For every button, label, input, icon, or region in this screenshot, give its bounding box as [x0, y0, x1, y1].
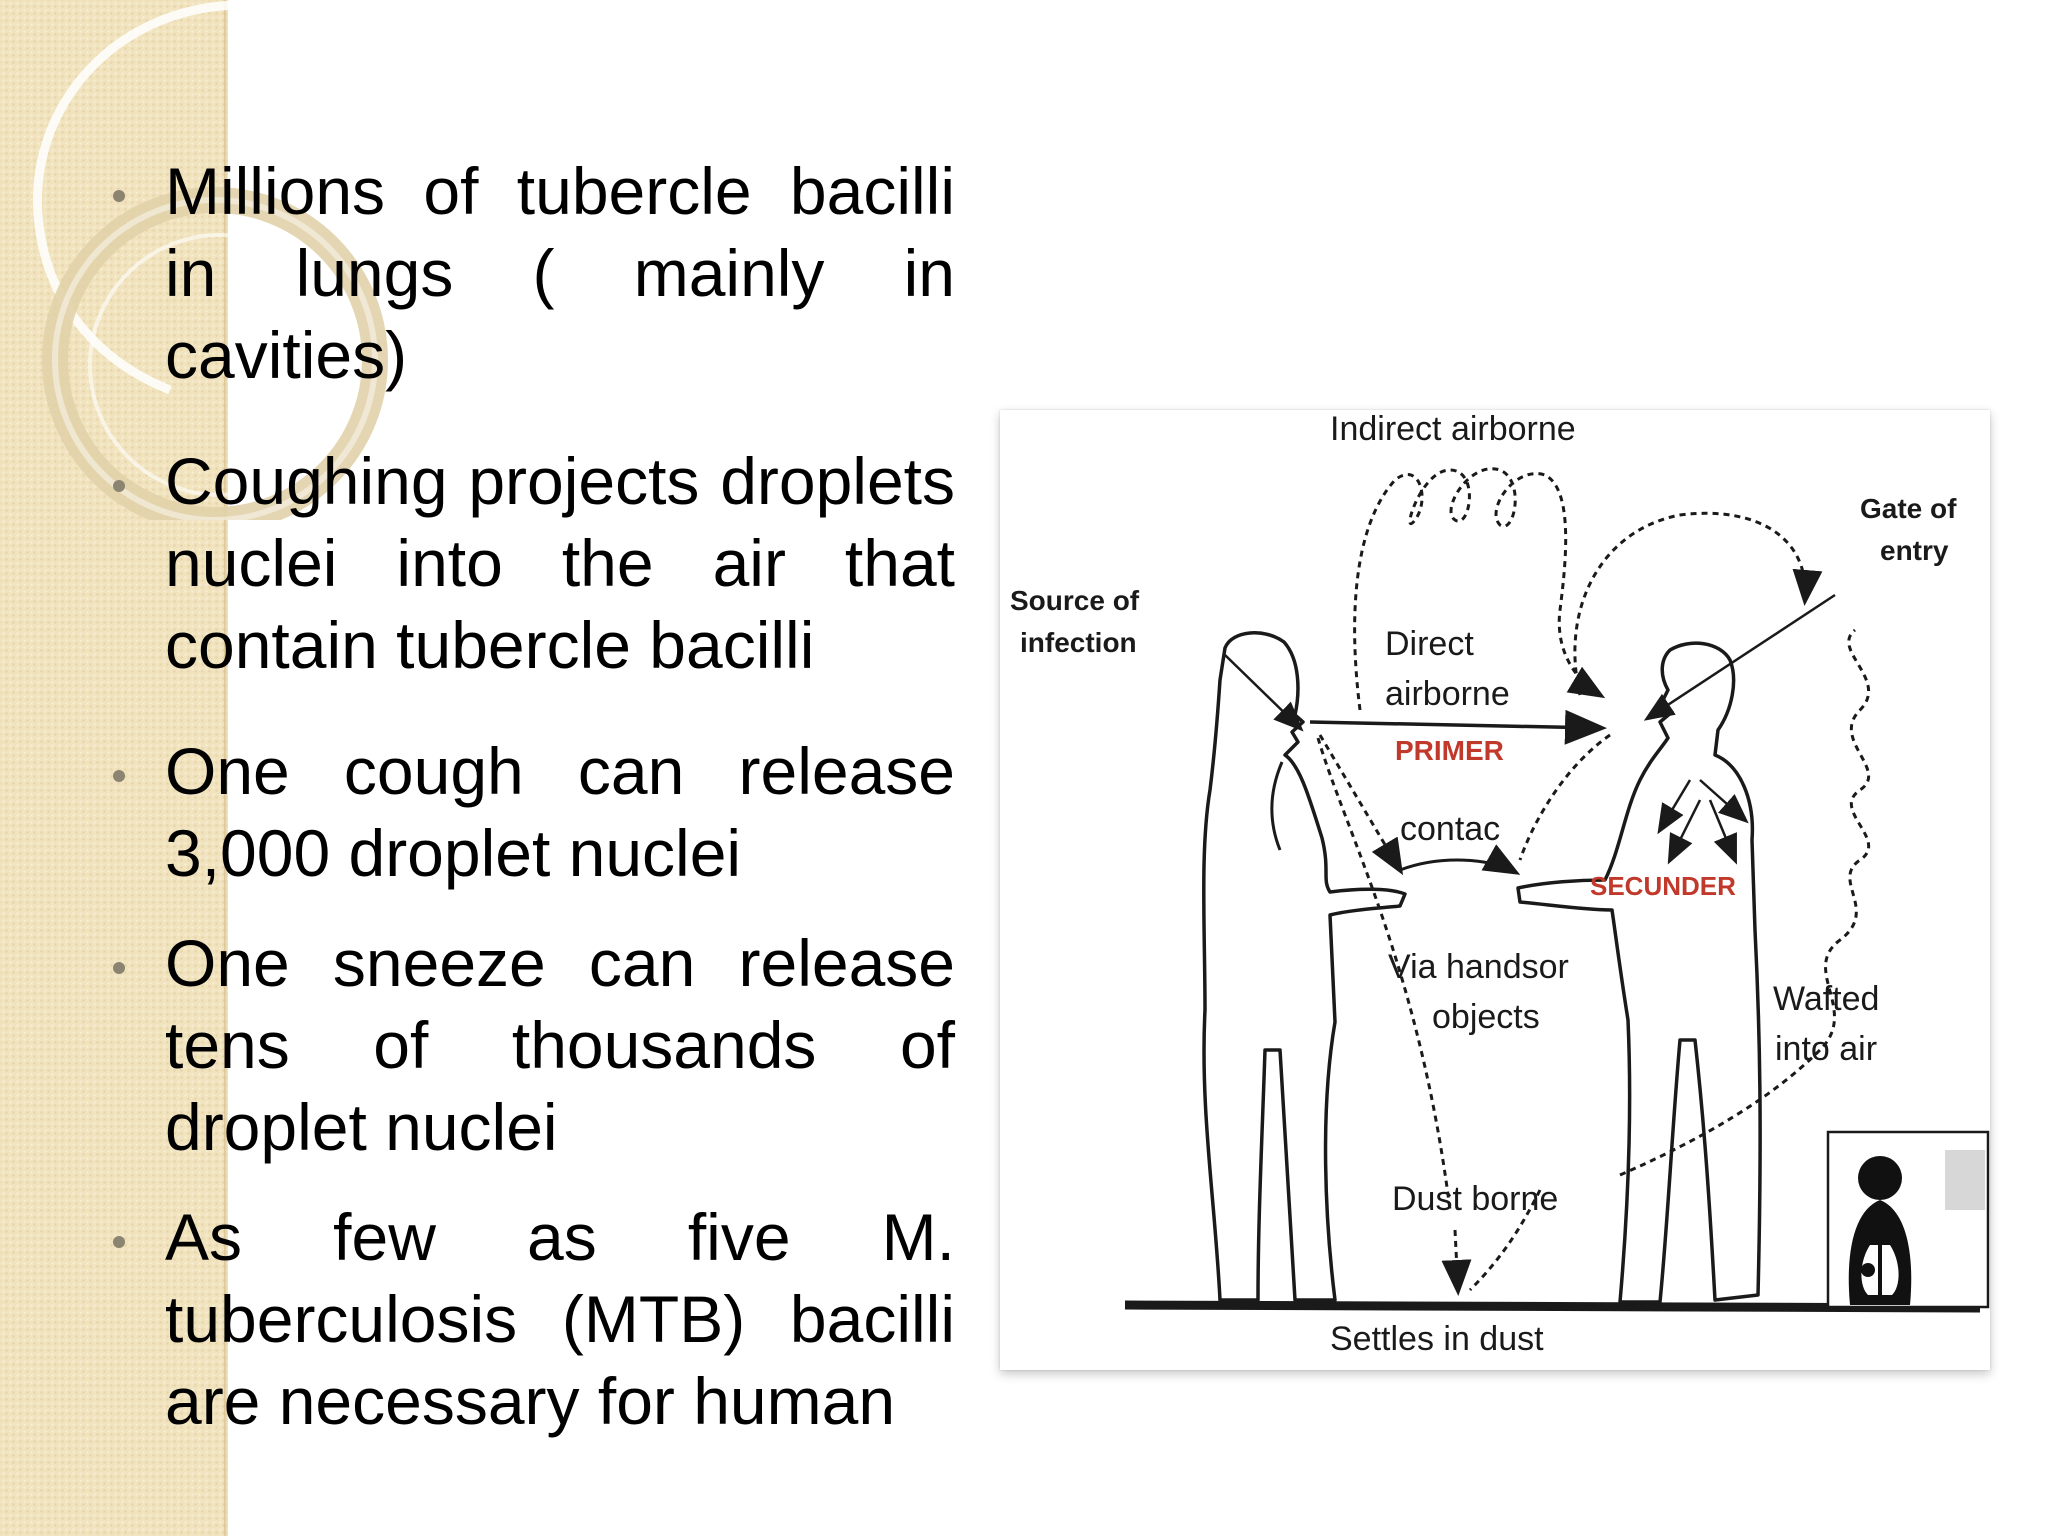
bullet-text: Coughing projects droplets nuclei into t…	[165, 444, 955, 682]
bullet-text: As few as five M. tuberculosis (MTB) bac…	[165, 1200, 955, 1438]
bullet-dot-icon	[113, 770, 125, 782]
label-indirect-airborne: Indirect airborne	[1330, 410, 1576, 448]
bullet-text: Millions of tubercle bacilli in lungs ( …	[165, 154, 955, 392]
bullet-item: Coughing projects droplets nuclei into t…	[113, 440, 955, 686]
label-dust-borne: Dust borne	[1392, 1180, 1558, 1218]
bullet-dot-icon	[113, 962, 125, 974]
bullet-text: One sneeze can release tens of thousands…	[165, 926, 955, 1164]
label-wafted: into air	[1775, 1030, 1877, 1068]
label-direct-airborne: airborne	[1385, 675, 1510, 713]
bullet-item: One cough can release 3,000 droplet nucl…	[113, 730, 955, 894]
label-direct-airborne: Direct	[1385, 625, 1474, 663]
bullet-item: As few as five M. tuberculosis (MTB) bac…	[113, 1196, 955, 1442]
label-primer: PRIMER	[1395, 735, 1504, 766]
bullet-item: Millions of tubercle bacilli in lungs ( …	[113, 150, 955, 396]
bullet-item: One sneeze can release tens of thousands…	[113, 922, 955, 1168]
label-wafted: Wafted	[1773, 980, 1879, 1018]
label-source-of-infection: Source of	[1010, 585, 1140, 616]
label-source-of-infection: infection	[1020, 627, 1137, 658]
decorative-left-strip	[0, 0, 228, 1536]
bullet-dot-icon	[113, 1236, 125, 1248]
label-via-hands: objects	[1432, 998, 1540, 1036]
bullet-text: One cough can release 3,000 droplet nucl…	[165, 734, 955, 890]
host-person-figure	[1516, 641, 1762, 1304]
wafted-air-path	[1619, 628, 1871, 1177]
source-person-figure	[1202, 631, 1407, 1302]
lungs-inset-icon	[1826, 1130, 1990, 1309]
bullet-dot-icon	[113, 480, 125, 492]
label-contac: contac	[1400, 810, 1500, 848]
label-via-hands: Via handsor	[1388, 948, 1569, 986]
bullet-dot-icon	[113, 190, 125, 202]
label-gate-of-entry: Gate of	[1860, 493, 1957, 524]
label-gate-of-entry: entry	[1880, 535, 1949, 566]
indirect-airborne-path	[1353, 467, 1606, 711]
transmission-diagram: Indirect airborne Gate of entry Source o…	[1000, 410, 1990, 1370]
bullet-list: Millions of tubercle bacilli in lungs ( …	[113, 150, 955, 1486]
label-secunder: SECUNDER	[1590, 871, 1736, 901]
direct-airborne-arrow	[1309, 709, 1607, 745]
decorative-rings	[32, 0, 388, 520]
label-settles-in-dust: Settles in dust	[1330, 1320, 1544, 1358]
